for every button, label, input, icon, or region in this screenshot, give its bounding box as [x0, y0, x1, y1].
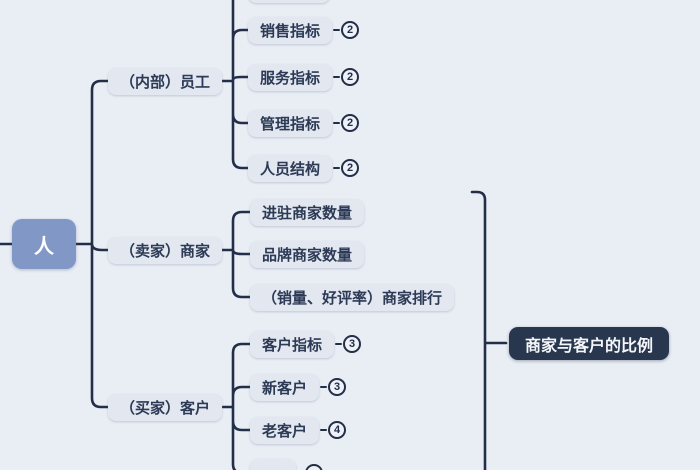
topic-row: 品牌商家数量	[250, 240, 365, 268]
topic-row: 新客户 3	[250, 373, 347, 401]
topic-row: 老客户 4	[250, 416, 347, 444]
topic-row: 销售指标 2	[248, 16, 360, 44]
topic-personnel-structure[interactable]: 人员结构	[248, 154, 333, 182]
branch-topic-seller-merchants[interactable]: （卖家）商家	[108, 237, 223, 264]
branch-topic-internal-employees[interactable]: （内部）员工	[108, 67, 223, 95]
count-badge[interactable]: 2	[341, 68, 360, 86]
topic-new-customers[interactable]: 新客户	[250, 373, 320, 401]
summary-topic-merchant-customer-ratio[interactable]: 商家与客户的比例	[509, 327, 670, 360]
topic-row: 人员结构 2	[248, 154, 360, 182]
topic-management-metrics[interactable]: 管理指标	[248, 109, 333, 137]
topic-old-customers[interactable]: 老客户	[250, 416, 320, 444]
summary-bracket	[470, 190, 508, 470]
count-badge[interactable]: 2	[341, 159, 360, 177]
badge-connector	[333, 28, 341, 32]
count-badge[interactable]: 3	[343, 335, 362, 353]
badge-connector	[333, 166, 341, 170]
topic-sales-metrics[interactable]: 销售指标	[248, 16, 333, 44]
topic-row: 服务指标 2	[248, 63, 360, 91]
topic-row: 进驻商家数量	[250, 198, 365, 226]
topic-brand-merchant-count[interactable]: 品牌商家数量	[250, 240, 365, 268]
topic-service-metrics[interactable]: 服务指标	[248, 63, 333, 91]
count-badge[interactable]	[305, 463, 323, 470]
topic-merchant-ranking[interactable]: （销量、好评率）商家排行	[250, 283, 455, 311]
topic-customer-metrics[interactable]: 客户指标	[250, 330, 335, 358]
badge-connector	[333, 75, 341, 79]
badge-connector	[320, 428, 328, 432]
count-badge[interactable]: 2	[341, 114, 360, 132]
count-badge[interactable]: 4	[328, 421, 347, 439]
branch-topic-buyer-customers[interactable]: （买家）客户	[108, 393, 223, 421]
topic-row-cutoff-bottom	[250, 459, 323, 470]
badge-connector	[333, 121, 341, 125]
count-badge[interactable]: 3	[328, 378, 347, 396]
topic-cutoff-bottom[interactable]	[250, 459, 296, 470]
topic-cutoff-top[interactable]	[248, 0, 330, 3]
topic-merchant-count[interactable]: 进驻商家数量	[250, 198, 365, 226]
topic-row: 管理指标 2	[248, 109, 360, 137]
topic-row: 客户指标 3	[250, 330, 362, 358]
badge-connector	[320, 385, 328, 389]
topic-row: （销量、好评率）商家排行	[250, 283, 455, 311]
root-topic[interactable]: 人	[12, 219, 76, 269]
count-badge[interactable]: 2	[341, 21, 360, 39]
badge-connector	[335, 342, 343, 346]
tree-branch-lines	[0, 0, 252, 470]
